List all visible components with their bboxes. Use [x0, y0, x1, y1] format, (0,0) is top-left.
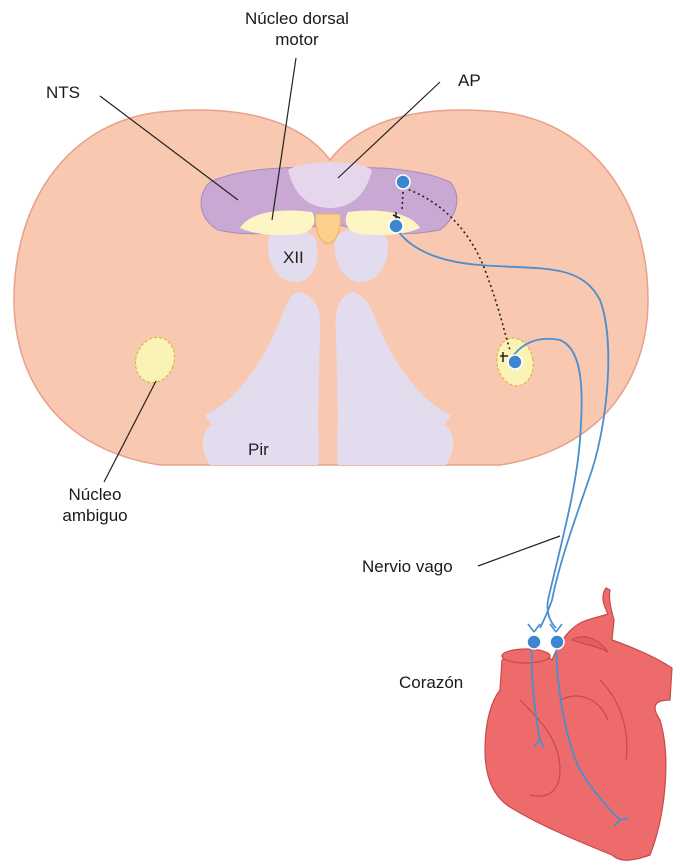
label-nucleo-ambiguo: Núcleo ambiguo	[40, 484, 150, 526]
label-nucleo-dorsal-motor-line1: Núcleo dorsal	[222, 8, 372, 29]
label-ap: AP	[458, 70, 481, 91]
ganglion-synapses	[528, 624, 562, 632]
label-nucleo-dorsal-motor-line2: motor	[222, 29, 372, 50]
neuron-cardiac-ganglion-right	[550, 635, 564, 649]
label-nervio-vago: Nervio vago	[362, 556, 453, 577]
label-nucleo-ambiguo-line1: Núcleo	[40, 484, 150, 505]
label-nucleo-dorsal-motor: Núcleo dorsal motor	[222, 8, 372, 50]
neuron-nts	[396, 175, 410, 189]
label-nucleo-ambiguo-line2: ambiguo	[40, 505, 150, 526]
neuron-dorsal-motor	[389, 219, 403, 233]
neuron-cardiac-ganglion-left	[527, 635, 541, 649]
label-corazon: Corazón	[399, 672, 463, 693]
label-xii: XII	[283, 247, 304, 268]
heart	[485, 588, 672, 860]
label-pir: Pir	[248, 439, 269, 460]
neuron-nucleus-ambiguus	[508, 355, 522, 369]
label-nts: NTS	[46, 82, 80, 103]
